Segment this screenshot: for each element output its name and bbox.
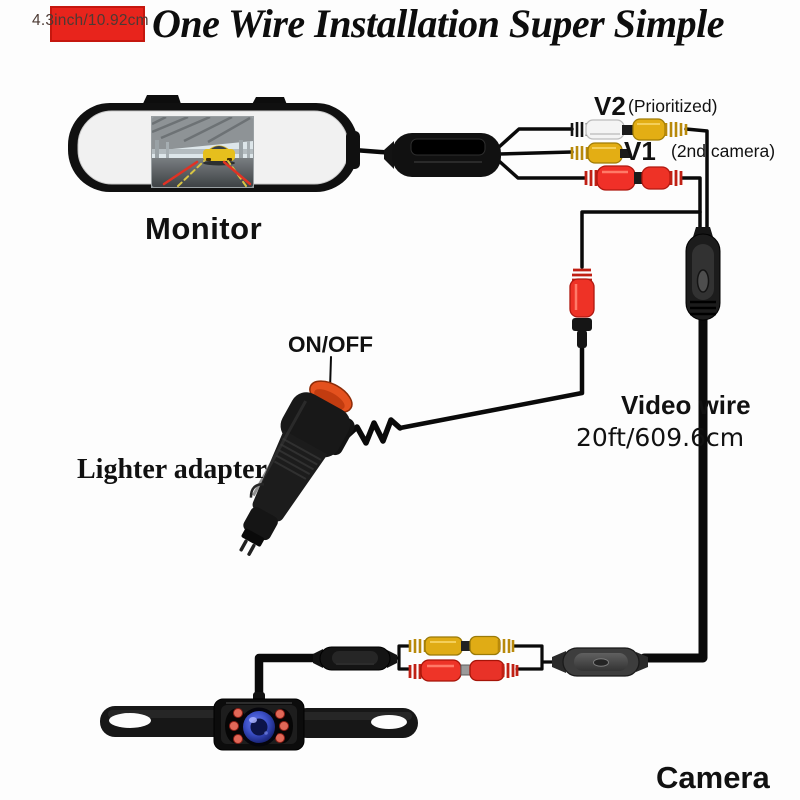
inline-fuse-holder bbox=[685, 227, 721, 321]
v2-yellow-rca-connector bbox=[632, 118, 688, 141]
video-yellow-rca-pair bbox=[408, 635, 515, 656]
car-on-screen bbox=[203, 145, 235, 166]
lighter-adapter-label: Lighter adapter bbox=[77, 454, 268, 485]
v2-note: (Prioritized) bbox=[628, 96, 718, 116]
wiring-lines bbox=[254, 127, 709, 702]
camera-housing bbox=[213, 698, 305, 751]
ir-led-left bbox=[229, 708, 243, 744]
mirror-arm bbox=[346, 131, 360, 169]
v2-white-rca-connector bbox=[570, 119, 634, 140]
v1-label: V1 bbox=[624, 136, 656, 166]
v1-yellow-rca-connector bbox=[570, 142, 630, 164]
center-prongs bbox=[239, 539, 256, 556]
power-red-rca-pair-bottom bbox=[408, 659, 519, 682]
monitor-screen bbox=[151, 116, 254, 188]
monitor-label: Monitor bbox=[145, 211, 263, 246]
video-wire-length-label: 20ft/609.6cm bbox=[576, 423, 745, 452]
page-title: One Wire Installation Super Simple bbox=[152, 1, 725, 46]
mirror-monitor-illustration bbox=[68, 95, 360, 192]
onoff-label: ON/OFF bbox=[288, 332, 373, 357]
power-red-rca-pair-top bbox=[584, 165, 683, 191]
v2-connector-pair bbox=[570, 118, 688, 141]
camera-label: Camera bbox=[656, 760, 770, 795]
monitor-cable-ferrite bbox=[384, 133, 501, 177]
video-wire-label: Video wire bbox=[621, 390, 751, 420]
v2-label: V2 bbox=[594, 91, 626, 121]
lighter-adapter-illustration bbox=[239, 380, 355, 556]
side-contact-spring bbox=[249, 483, 265, 498]
camera-side-ferrite bbox=[313, 646, 397, 671]
reverse-camera-scene bbox=[152, 117, 253, 187]
size-badge-label: 4.3inch/10.92cm bbox=[32, 12, 149, 29]
camera-side-fuse-holder bbox=[552, 647, 648, 677]
camera-right-wing bbox=[292, 708, 418, 738]
license-plate-camera bbox=[100, 692, 418, 751]
camera-lens bbox=[239, 707, 279, 747]
plate-screw-slot-left bbox=[109, 713, 151, 728]
power-branch-red-socket bbox=[569, 268, 595, 318]
size-badge-box bbox=[50, 6, 145, 42]
power-branch-black-plug bbox=[572, 318, 592, 348]
plate-screw-slot-right bbox=[371, 715, 407, 729]
camera-left-wing bbox=[100, 706, 230, 737]
ir-led-right bbox=[275, 709, 289, 743]
v1-note: (2nd camera) bbox=[671, 141, 776, 161]
